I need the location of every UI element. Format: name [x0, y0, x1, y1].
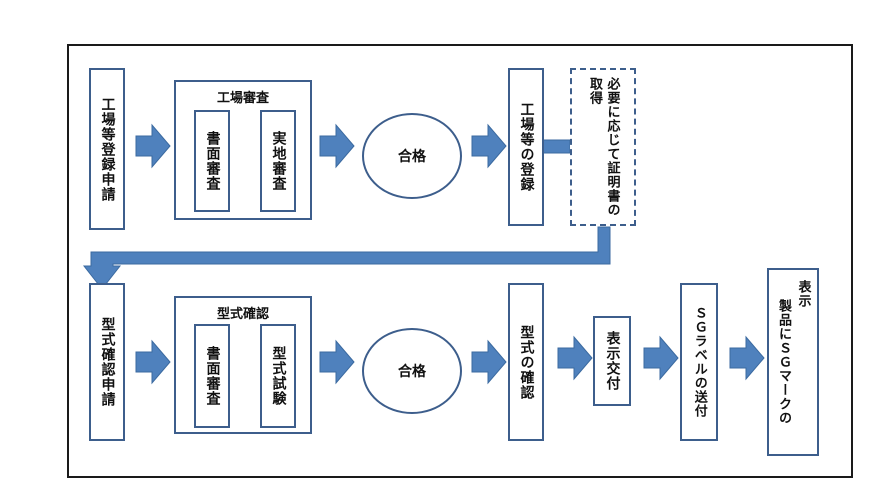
sg-mark-display-line-1: 製品にＳＧマークの [776, 299, 791, 425]
certificate-label: 必要に応じて証明書の取得 [587, 77, 620, 217]
arrow-confirmed-to-issue [557, 336, 593, 380]
factory-registration-box: 工場等の登録 [508, 68, 544, 226]
type-confirmed-box: 型式の確認 [508, 283, 544, 441]
pass-oval-1: 合格 [362, 113, 462, 199]
pass-oval-2: 合格 [362, 328, 462, 414]
arrow-pass-to-register [471, 124, 507, 168]
sg-mark-display-line-2: 表示 [795, 280, 811, 308]
arrow-apply-to-audit [135, 124, 171, 168]
type-confirmation-title: 型式確認 [216, 307, 269, 322]
arrow-issue-to-send [643, 336, 679, 380]
type-confirmed-label: 型式の確認 [518, 324, 535, 400]
sg-label-shipping-label: ＳＧラベルの送付 [691, 306, 707, 418]
onsite-audit-box: 実地審査 [260, 110, 296, 212]
document-review-label-2: 書面審査 [204, 346, 221, 406]
mark-issue-label: 表示交付 [604, 331, 621, 391]
mark-issue-box: 表示交付 [593, 316, 631, 406]
pass-label-2: 合格 [398, 364, 426, 380]
type-test-label: 型式試験 [270, 346, 287, 406]
certificate-box: 必要に応じて証明書の取得 [570, 68, 636, 226]
sg-label-shipping-box: ＳＧラベルの送付 [680, 283, 718, 441]
arrow-apply2-to-confirm [135, 340, 171, 384]
factory-audit-title: 工場審査 [216, 91, 269, 106]
document-review-label: 書面審査 [204, 131, 221, 191]
arrow-confirm-to-pass2 [319, 340, 355, 384]
return-arrow [82, 226, 611, 290]
type-test-box: 型式試験 [260, 324, 296, 428]
factory-registration-label: 工場等の登録 [518, 102, 535, 192]
type-confirmation-application-box: 型式確認申請 [89, 283, 125, 441]
factory-audit-group: 工場審査 書面審査 実地審査 [174, 80, 312, 220]
document-review-box-2: 書面審査 [194, 324, 230, 428]
arrow-pass2-to-confirmed [471, 340, 507, 384]
arrow-audit-to-pass [319, 124, 355, 168]
connector-register-cert [542, 139, 571, 154]
pass-label-1: 合格 [398, 149, 426, 165]
sg-mark-display-box: 製品にＳＧマークの 表示 [767, 268, 819, 456]
type-confirmation-group: 型式確認 書面審査 型式試験 [174, 296, 312, 434]
factory-registration-application-box: 工場等登録申請 [89, 68, 125, 230]
type-confirmation-application-label: 型式確認申請 [99, 317, 116, 407]
arrow-send-to-mark [729, 336, 765, 380]
document-review-box: 書面審査 [194, 110, 230, 212]
factory-registration-application-label: 工場等登録申請 [99, 96, 116, 202]
diagram-frame [67, 44, 853, 478]
onsite-audit-label: 実地審査 [270, 131, 287, 191]
